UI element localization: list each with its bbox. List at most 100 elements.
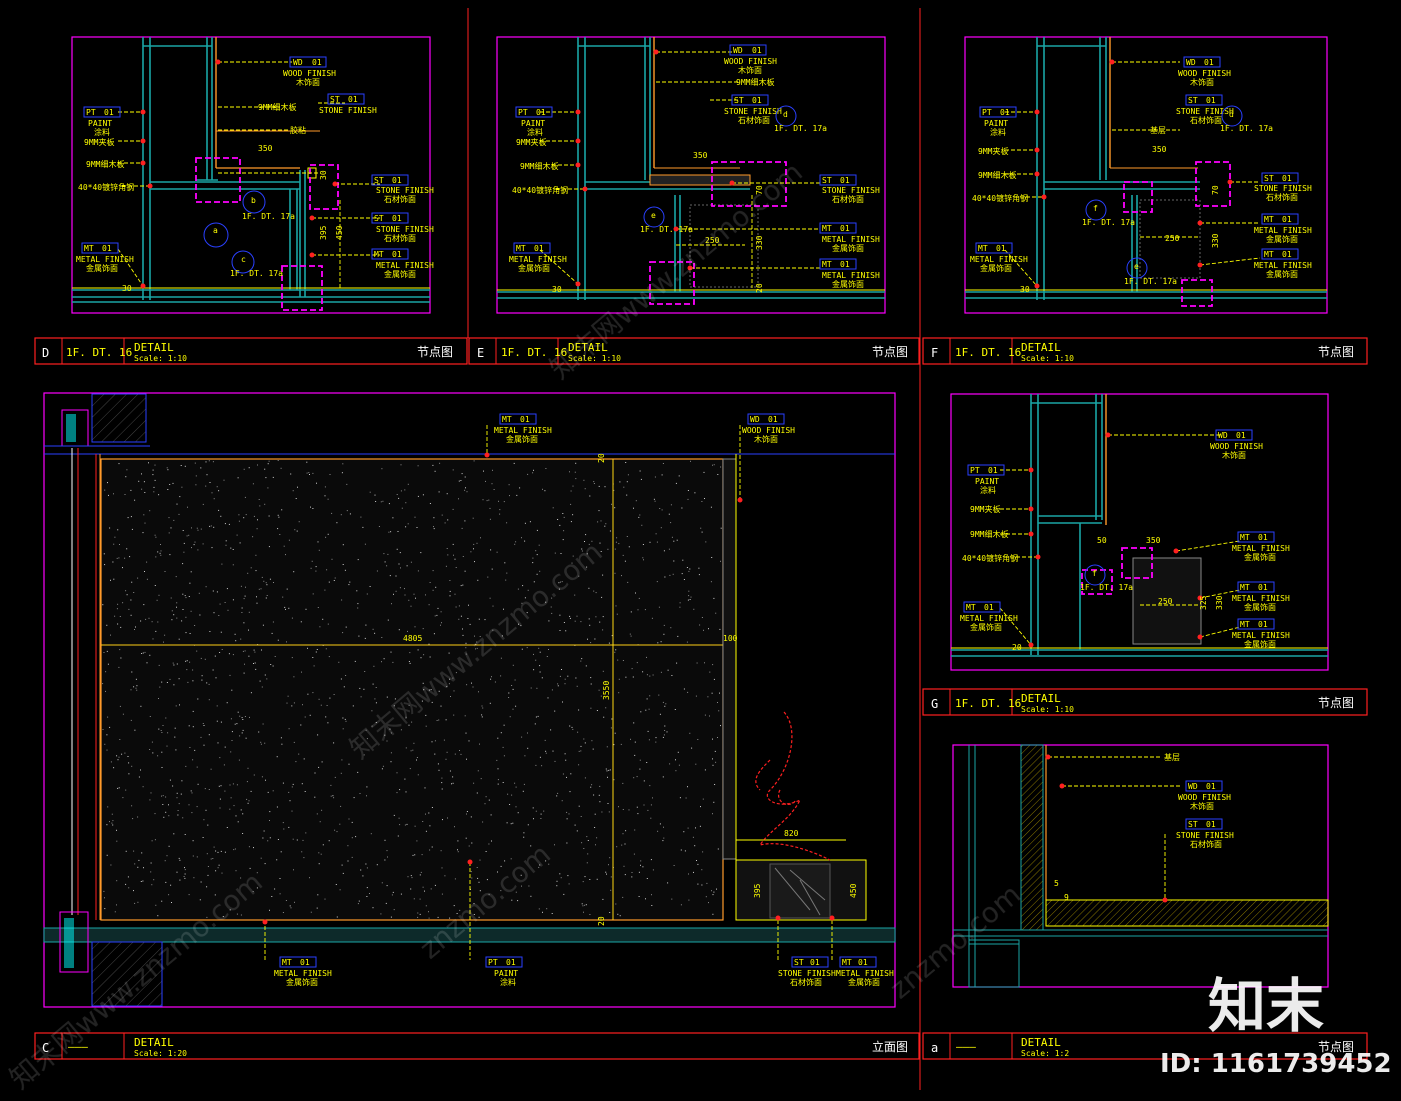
f-mt3-code: MT [978,244,988,253]
c-top-slab [91,393,147,443]
e-st2-cn: 石材饰面 [832,194,864,204]
f-mt3-en: METAL FINISH [970,255,1028,264]
e-dim-20: 20 [755,283,764,293]
f-bubble-d: d [1229,110,1234,119]
e-st-cn: 石材饰面 [738,115,770,125]
panel-c: MT 01 METAL FINISH 金属饰面 WD 01 WOOD FINIS… [34,392,920,1060]
d-wd-en: WOOD FINISH [283,69,336,78]
g-dim-50: 50 [1097,536,1107,545]
e-dim-250: 250 [705,236,720,245]
c-mt3-cn: 金属饰面 [848,977,880,987]
d-st-en: STONE FINISH [319,106,377,115]
e-st-code: ST [734,96,744,105]
d-note-board9b: 9MM夹板 [84,137,114,147]
e-title-type: 节点图 [872,345,908,359]
a-title-letter: a [931,1041,938,1055]
e-dim-350: 350 [693,151,708,160]
c-title-scale: Scale: 1:20 [134,1049,187,1058]
c-pt-cn: 涂料 [500,977,516,987]
c-mt-code: MT [502,415,512,424]
f-dim-330: 330 [1211,233,1220,248]
a-title-code: ——— [956,1040,976,1053]
d-title-code: 1F. DT. 16 [66,346,132,359]
c-mt2-num: 01 [300,958,310,967]
f-dim-350: 350 [1152,145,1167,154]
a-dim-5: 5 [1054,879,1059,888]
g-mt4-en: METAL FINISH [960,614,1018,623]
g-mt4-code: MT [966,603,976,612]
d-bubble-b: b [251,196,256,205]
f-wd-en: WOOD FINISH [1178,69,1231,78]
c-mt3-en: METAL FINISH [836,969,894,978]
g-mt2-en: METAL FINISH [1232,594,1290,603]
f-mt-cn: 金属饰面 [1266,234,1298,244]
c-pt-en: PAINT [494,969,518,978]
g-mt2-num: 01 [1258,583,1268,592]
d-pt-en: PAINT [88,119,112,128]
a-wd-en: WOOD FINISH [1178,793,1231,802]
e-wd-num: 01 [752,46,762,55]
f-mt2-cn: 金属饰面 [1266,269,1298,279]
panel-d: WD 01 WOOD FINISH 木饰面 9MM细木板 ST 01 STONE… [34,36,468,365]
a-st-cn: 石材饰面 [1190,839,1222,849]
e-mt-cn: 金属饰面 [832,243,864,253]
d-mt2-cn: 金属饰面 [86,263,118,273]
f-st-code: ST [1188,96,1198,105]
d-note-glue: 胶粘 [290,125,306,135]
e-mt2-cn: 金属饰面 [832,279,864,289]
f-dim-70: 70 [1211,185,1220,195]
c-st-num: 01 [810,958,820,967]
e-bubble-d: d [783,110,788,119]
e-pt-cn: 涂料 [527,127,543,137]
e-mt-en: METAL FINISH [822,235,880,244]
e-title-block [468,337,920,365]
c-sculpture [755,711,831,861]
c-title-letter: C [42,1041,49,1055]
d-wd-num: 01 [312,58,322,67]
panel-a: 基层 WD 01 WOOD FINISH 木饰面 ST 01 STONE FIN… [922,744,1368,1060]
a-st-code: ST [1188,820,1198,829]
f-note-board9c: 9MM细木板 [978,170,1016,180]
d-note-angle: 40*40镀锌角钢 [78,182,134,192]
watermark-logo: 知末 [1208,972,1324,1040]
e-bubble-e-ref: 1F. DT. 17a [640,225,693,234]
c-wd-cn: 木饰面 [754,434,778,444]
e-dim-30: 30 [552,285,562,294]
panel-d-frame [71,36,431,314]
f-mt2-num: 01 [1282,250,1292,259]
g-mt4-num: 01 [984,603,994,612]
d-mt2-num: 01 [102,244,112,253]
f-note-angle: 40*40镀锌角钢 [972,193,1028,203]
a-title-type: 节点图 [1318,1040,1354,1054]
g-pt-num: 01 [988,466,998,475]
g-wd-num: 01 [1236,431,1246,440]
panel-e-frame [496,36,886,314]
c-mt-num: 01 [520,415,530,424]
e-bubble-e: e [651,211,656,220]
panel-e: WD 01 WOOD FINISH 木饰面 9MM细木板 ST 01 STONE… [468,36,920,365]
d-mt-code: MT [374,250,384,259]
g-title-letter: G [931,697,938,711]
g-stone-block [1132,557,1202,645]
e-mt2-code: MT [822,260,832,269]
g-mt3-num: 01 [1258,620,1268,629]
f-mt3-num: 01 [996,244,1006,253]
d-title-detail: DETAIL [134,341,174,354]
e-pt-code: PT [518,108,528,117]
d-st2-num: 01 [392,176,402,185]
d-dim-450: 450 [335,225,344,240]
e-mt-code: MT [822,224,832,233]
d-mt-cn: 金属饰面 [384,269,416,279]
panel-a-frame [952,744,1329,988]
g-pt-code: PT [970,466,980,475]
g-pt-en: PAINT [975,477,999,486]
g-bubble-f-ref: 1F. DT. 17a [1080,583,1133,592]
f-dim-250: 250 [1165,234,1180,243]
panel-c-frame [43,392,896,1008]
f-st-num: 01 [1206,96,1216,105]
c-dim-395: 395 [753,883,762,898]
e-mt3-code: MT [516,244,526,253]
e-note-board9b: 9MM夹板 [516,137,546,147]
c-bottom-slab [91,941,163,1007]
c-dim-820: 820 [784,829,799,838]
